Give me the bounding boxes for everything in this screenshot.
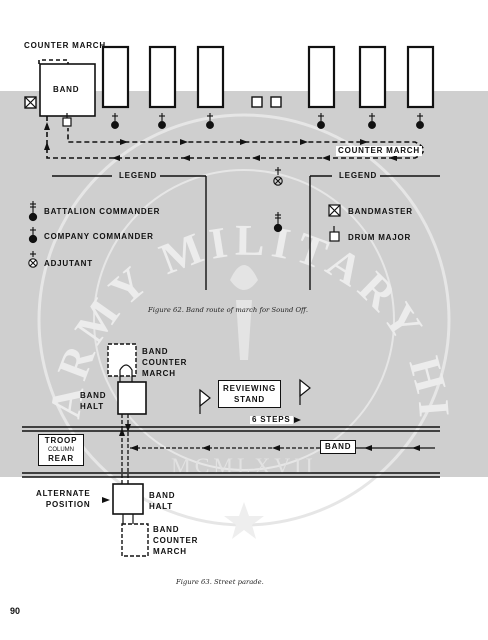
fig63-reviewing-stand: REVIEWING STAND xyxy=(218,380,281,408)
legend-right-heading: LEGEND xyxy=(336,172,381,180)
legend-bandmaster: BANDMASTER xyxy=(348,207,413,216)
fig62-route-arrows xyxy=(44,122,397,161)
fig63-counter-march-top-box xyxy=(107,343,137,377)
fig63-column-label: COLUMN xyxy=(47,447,74,453)
fig63-troop-column-rear: TROOP COLUMN REAR xyxy=(38,434,84,466)
fig63-counter-march-bottom-box xyxy=(121,523,149,557)
fig62-route-of-march xyxy=(46,116,425,159)
figure-63-caption: Figure 63. Street parade. xyxy=(176,578,264,586)
fig63-alternate-position-box xyxy=(112,483,144,515)
fig62-company-boxes xyxy=(101,45,435,109)
figure-62-caption: Figure 62. Band route of march for Sound… xyxy=(148,306,309,314)
page-number: 90 xyxy=(10,606,21,616)
legend-symbols-right xyxy=(328,204,341,242)
legend-battalion-commander: BATTALION COMMANDER xyxy=(44,207,161,216)
fig62-counter-march-right: COUNTER MARCH xyxy=(336,146,422,156)
fig63-route-arrows xyxy=(119,424,420,451)
fig63-rear-label: REAR xyxy=(48,454,74,463)
fig62-counter-march-top: COUNTER MARCH xyxy=(24,41,106,50)
fig63-band-counter-march-bottom: BAND COUNTER MARCH xyxy=(153,525,199,556)
fig63-band-counter-march-top: BAND COUNTER MARCH xyxy=(142,347,188,378)
fig62-bandmaster-symbol xyxy=(24,96,37,109)
fig63-six-steps: 6 STEPS xyxy=(250,415,293,424)
fig63-band-right: BAND xyxy=(320,440,357,454)
legend-adjutant: ADJUTANT xyxy=(44,259,93,268)
fig63-band-route xyxy=(121,414,320,484)
legend-left-heading: LEGEND xyxy=(116,172,161,180)
fig63-alternate-position: ALTERNATE POSITION xyxy=(36,489,91,509)
watermark-year: MCMLXVII xyxy=(171,453,317,478)
fig63-band-halt-right: BAND HALT xyxy=(149,491,176,511)
legend-drum-major: DRUM MAJOR xyxy=(348,233,412,242)
fig63-troop-label: TROOP xyxy=(44,436,78,445)
fig62-adjutant-symbol xyxy=(273,167,283,186)
fig62-drum-major-symbol xyxy=(62,117,72,127)
fig62-battalion-commander-symbol xyxy=(273,212,283,233)
fig63-band-halt-left: BAND HALT xyxy=(80,391,107,411)
fig62-company-commanders xyxy=(111,113,424,129)
fig63-street xyxy=(22,426,440,478)
fig62-band-label: BAND xyxy=(53,85,80,94)
fig63-band-halt-box xyxy=(117,381,147,415)
legend-symbols-left xyxy=(28,201,38,268)
legend-company-commander: COMPANY COMMANDER xyxy=(44,232,154,241)
